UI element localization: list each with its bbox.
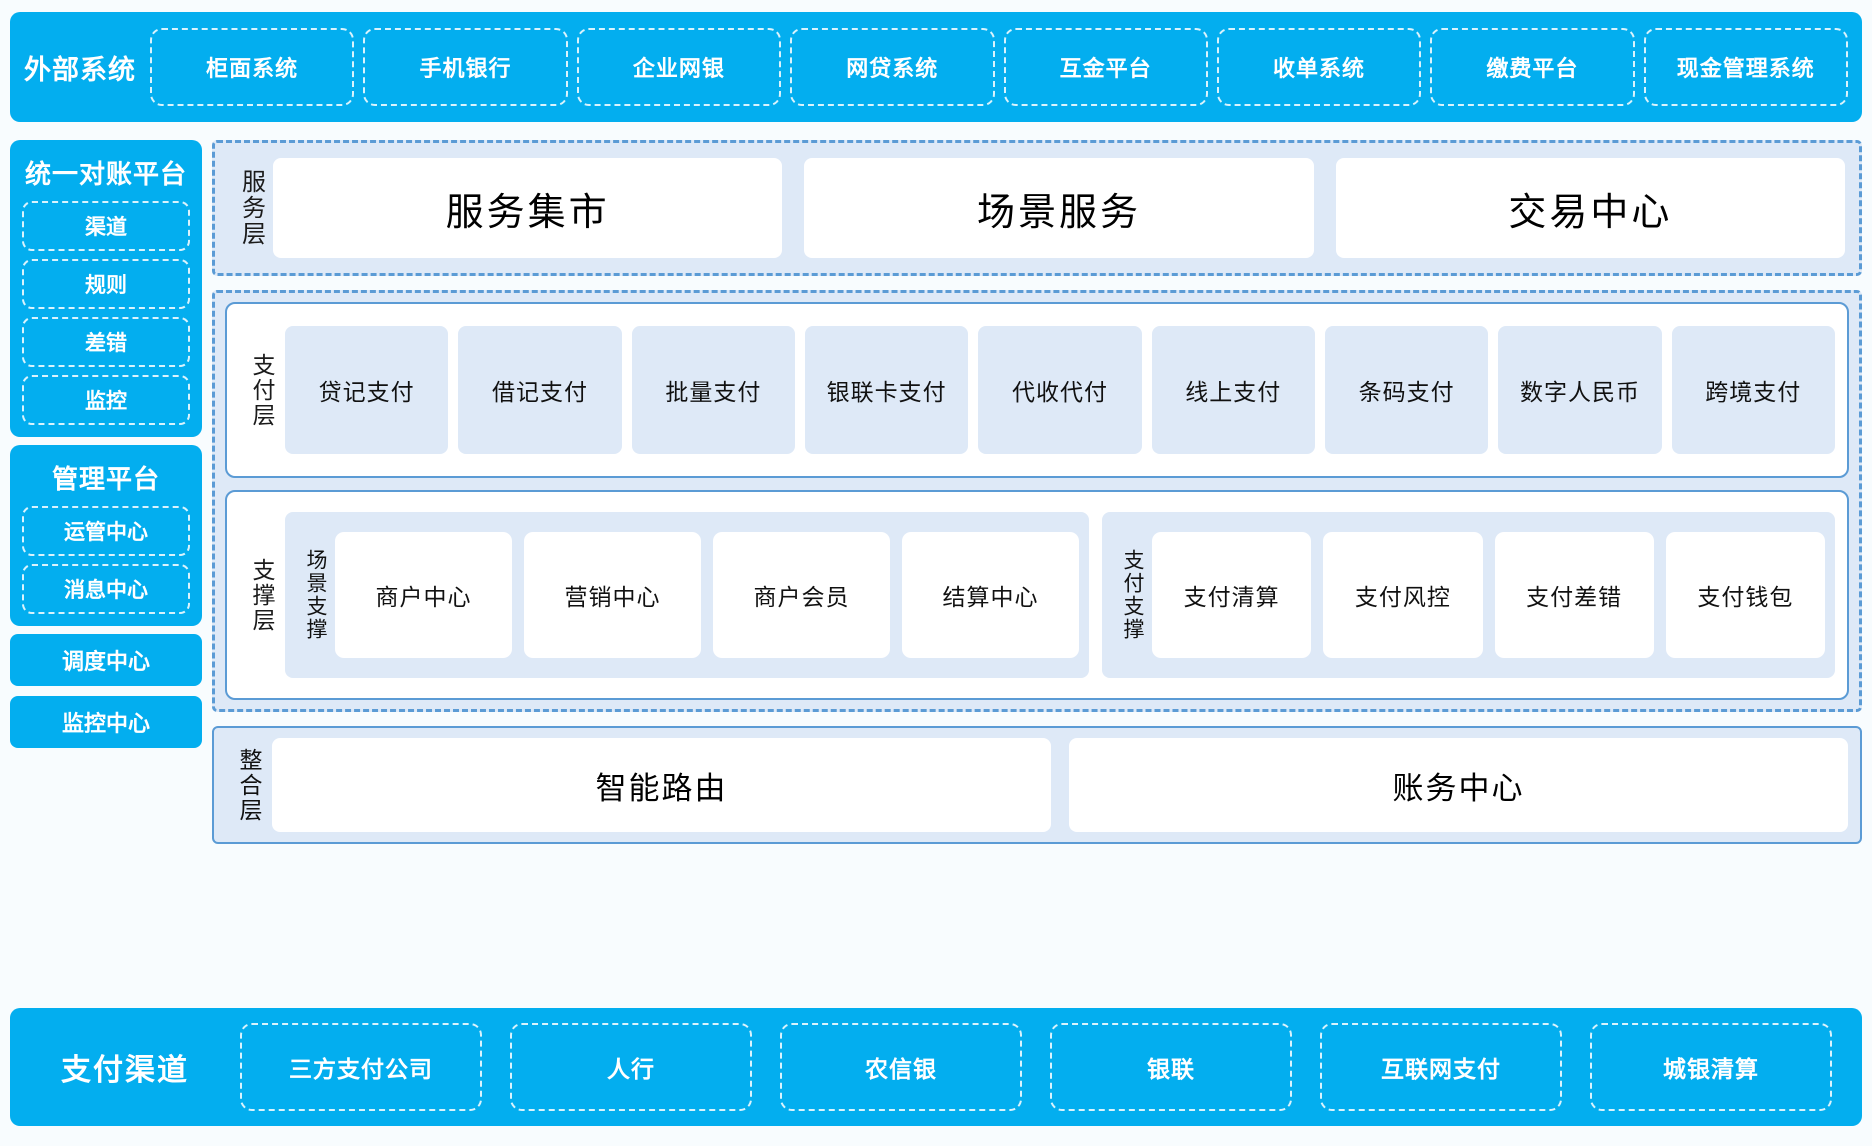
support-group-card[interactable]: 商户中心 bbox=[335, 532, 512, 658]
support-group-card[interactable]: 结算中心 bbox=[902, 532, 1079, 658]
payment-layer-cells: 贷记支付 借记支付 批量支付 银联卡支付 代收代付 线上支付 条码支付 数字人民… bbox=[285, 326, 1835, 454]
payment-layer-cell[interactable]: 数字人民币 bbox=[1498, 326, 1662, 454]
payment-channel-items: 三方支付公司 人行 农信银 银联 互联网支付 城银清算 bbox=[240, 1023, 1862, 1111]
payment-layer-cell[interactable]: 银联卡支付 bbox=[804, 326, 969, 454]
payment-channel-item[interactable]: 城银清算 bbox=[1590, 1023, 1832, 1111]
support-group-name: 支付支撑 bbox=[1121, 549, 1144, 641]
left-sidebar: 统一对账平台 渠道 规则 差错 监控 管理平台 运管中心 消息中心 调度中心 监… bbox=[10, 140, 202, 758]
payment-layer-cell[interactable]: 贷记支付 bbox=[285, 326, 449, 454]
integration-layer-card[interactable]: 智能路由 bbox=[272, 738, 1051, 832]
sidebar-card-management[interactable]: 管理平台 运管中心 消息中心 bbox=[10, 445, 202, 626]
payment-channel-item[interactable]: 农信银 bbox=[780, 1023, 1022, 1111]
external-system-item[interactable]: 现金管理系统 bbox=[1643, 28, 1848, 106]
external-systems-items: 柜面系统 手机银行 企业网银 网贷系统 互金平台 收单系统 缴费平台 现金管理系… bbox=[150, 28, 1862, 106]
external-system-item[interactable]: 柜面系统 bbox=[150, 28, 355, 106]
sidebar-item-monitoring-center[interactable]: 监控中心 bbox=[10, 696, 202, 748]
payment-layer-label: 支付层 bbox=[249, 352, 275, 428]
external-system-item[interactable]: 手机银行 bbox=[363, 28, 568, 106]
service-layer-cards: 服务集市 场景服务 交易中心 bbox=[273, 158, 1845, 258]
support-group-card[interactable]: 营销中心 bbox=[524, 532, 701, 658]
service-layer-card[interactable]: 服务集市 bbox=[273, 158, 783, 258]
payment-channel-title: 支付渠道 bbox=[61, 1054, 189, 1087]
integration-layer: 整合层 智能路由 账务中心 bbox=[212, 726, 1862, 844]
sidebar-sub-item[interactable]: 差错 bbox=[22, 317, 190, 367]
support-group-card[interactable]: 支付清算 bbox=[1152, 532, 1312, 658]
support-layer-label: 支撑层 bbox=[249, 557, 275, 633]
support-group-card[interactable]: 支付钱包 bbox=[1665, 532, 1825, 658]
sidebar-item-scheduling-center[interactable]: 调度中心 bbox=[10, 634, 202, 686]
sidebar-sub-item[interactable]: 渠道 bbox=[22, 201, 190, 251]
external-system-item[interactable]: 缴费平台 bbox=[1430, 28, 1635, 106]
support-group-cards: 支付清算 支付风控 支付差错 支付钱包 bbox=[1152, 532, 1825, 658]
payment-channel-item[interactable]: 互联网支付 bbox=[1320, 1023, 1562, 1111]
service-layer-card[interactable]: 场景服务 bbox=[804, 158, 1314, 258]
external-system-item[interactable]: 收单系统 bbox=[1216, 28, 1422, 106]
support-group-payment: 支付支撑 支付清算 支付风控 支付差错 支付钱包 bbox=[1102, 512, 1835, 678]
service-layer: 服务层 服务集市 场景服务 交易中心 bbox=[212, 140, 1862, 276]
sidebar-sub-item[interactable]: 消息中心 bbox=[22, 564, 190, 614]
payment-layer-cell[interactable]: 条码支付 bbox=[1324, 326, 1489, 454]
external-system-item[interactable]: 互金平台 bbox=[1003, 28, 1208, 106]
support-group-card[interactable]: 支付风控 bbox=[1323, 532, 1483, 658]
payment-layer: 支付层 贷记支付 借记支付 批量支付 银联卡支付 代收代付 线上支付 条码支付 … bbox=[225, 302, 1849, 478]
support-layer: 支撑层 场景支撑 商户中心 营销中心 商户会员 结算中心 支付支撑 bbox=[225, 490, 1849, 700]
support-group-card[interactable]: 支付差错 bbox=[1494, 532, 1654, 658]
support-group-card[interactable]: 商户会员 bbox=[713, 532, 890, 658]
sidebar-card-reconciliation[interactable]: 统一对账平台 渠道 规则 差错 监控 bbox=[10, 140, 202, 437]
external-systems-bar: 外部系统 柜面系统 手机银行 企业网银 网贷系统 互金平台 收单系统 缴费平台 … bbox=[10, 12, 1862, 122]
sidebar-card-title: 统一对账平台 bbox=[24, 159, 187, 189]
external-system-item[interactable]: 企业网银 bbox=[576, 28, 782, 106]
external-systems-title: 外部系统 bbox=[24, 54, 136, 85]
payment-channel-bar: 支付渠道 三方支付公司 人行 农信银 银联 互联网支付 城银清算 bbox=[10, 1008, 1862, 1126]
layer-stack: 服务层 服务集市 场景服务 交易中心 支付层 贷记支付 借记支付 批量支付 银联… bbox=[212, 140, 1862, 844]
support-group-name: 场景支撑 bbox=[304, 549, 327, 641]
support-group-scene: 场景支撑 商户中心 营销中心 商户会员 结算中心 bbox=[285, 512, 1089, 678]
payment-layer-cell[interactable]: 线上支付 bbox=[1151, 326, 1315, 454]
integration-layer-label: 整合层 bbox=[236, 747, 262, 823]
payment-layer-cell[interactable]: 代收代付 bbox=[978, 326, 1142, 454]
payment-channel-item[interactable]: 三方支付公司 bbox=[240, 1023, 482, 1111]
sidebar-card-title: 管理平台 bbox=[51, 464, 160, 494]
external-system-item[interactable]: 网贷系统 bbox=[790, 28, 995, 106]
payment-layer-cell[interactable]: 批量支付 bbox=[631, 326, 795, 454]
core-layers-container: 支付层 贷记支付 借记支付 批量支付 银联卡支付 代收代付 线上支付 条码支付 … bbox=[212, 290, 1862, 712]
integration-layer-cards: 智能路由 账务中心 bbox=[272, 738, 1848, 832]
payment-channel-item[interactable]: 人行 bbox=[510, 1023, 752, 1111]
sidebar-sub-item[interactable]: 监控 bbox=[22, 375, 190, 425]
sidebar-sub-item[interactable]: 运管中心 bbox=[22, 506, 190, 556]
service-layer-label: 服务层 bbox=[237, 169, 265, 247]
payment-layer-cell[interactable]: 跨境支付 bbox=[1671, 326, 1835, 454]
sidebar-sub-item[interactable]: 规则 bbox=[22, 259, 190, 309]
support-layer-groups: 场景支撑 商户中心 营销中心 商户会员 结算中心 支付支撑 支付清算 支付风控 bbox=[285, 512, 1835, 678]
payment-channel-item[interactable]: 银联 bbox=[1050, 1023, 1292, 1111]
service-layer-card[interactable]: 交易中心 bbox=[1335, 158, 1845, 258]
support-group-cards: 商户中心 营销中心 商户会员 结算中心 bbox=[335, 532, 1079, 658]
integration-layer-card[interactable]: 账务中心 bbox=[1069, 738, 1848, 832]
payment-layer-cell[interactable]: 借记支付 bbox=[458, 326, 622, 454]
